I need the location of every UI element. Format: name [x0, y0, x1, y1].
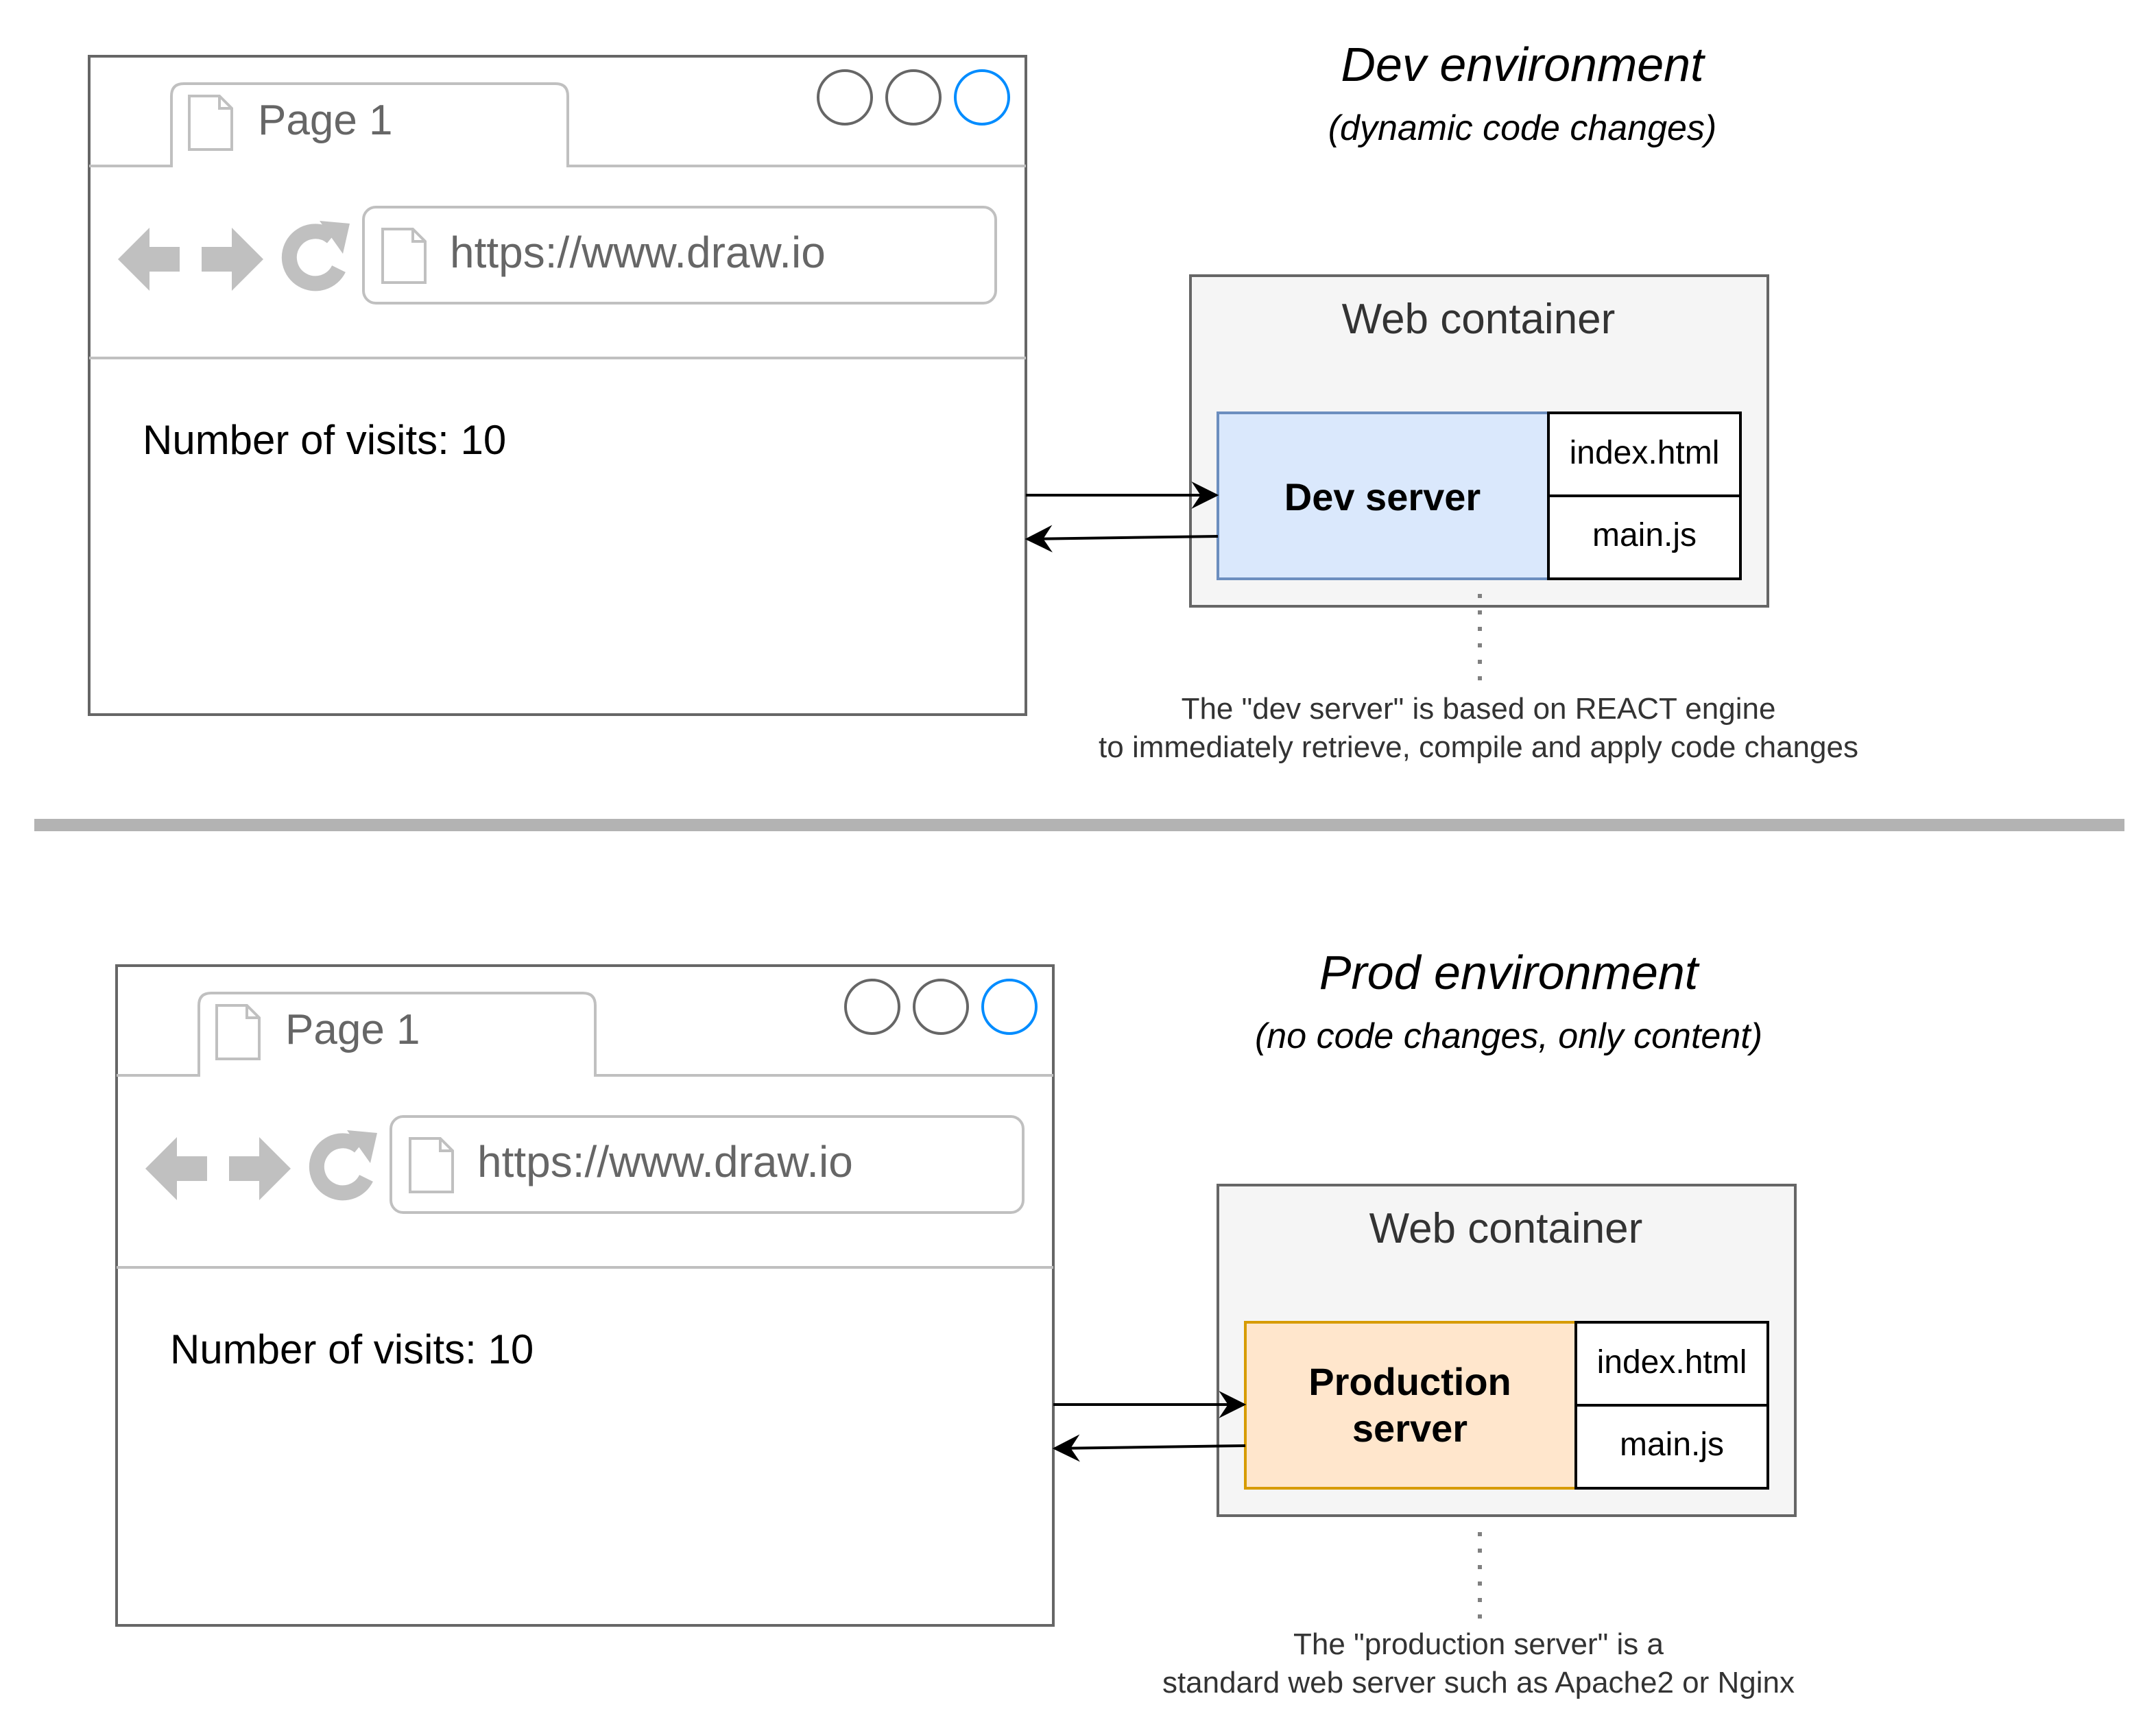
dev-web-container: Web container Dev server index.html main…	[1189, 274, 1769, 608]
window-buttons	[817, 69, 1010, 126]
page-icon	[215, 1004, 261, 1060]
prod-heading: Prod environment	[1319, 946, 1700, 999]
section-divider	[34, 819, 2124, 831]
minimize-button[interactable]	[817, 69, 873, 126]
visit-counter: Number of visits: 10	[143, 417, 506, 463]
dev-section: Page 1 https://www.draw.io	[88, 38, 1858, 764]
maximize-button[interactable]	[913, 979, 969, 1035]
file-box	[1547, 411, 1742, 497]
maximize-button[interactable]	[885, 69, 942, 126]
dev-note-line-2: to immediately retrieve, compile and app…	[1099, 730, 1858, 764]
prod-browser-tab[interactable]: Page 1	[215, 1004, 420, 1060]
forward-arrow-icon[interactable]	[229, 1137, 291, 1200]
forward-arrow-icon[interactable]	[202, 228, 263, 291]
dev-server-box	[1217, 411, 1550, 580]
file-name: index.html	[1597, 1344, 1747, 1381]
file-box	[1547, 494, 1742, 580]
tab-label: Page 1	[285, 1006, 420, 1053]
window-buttons	[844, 979, 1038, 1035]
address-bar[interactable]: https://www.draw.io	[362, 206, 997, 305]
prod-subheading: (no code changes, only content)	[1255, 1016, 1762, 1056]
production-server-label-line-1: Production	[1308, 1360, 1511, 1403]
prod-note-line-2: standard web server such as Apache2 or N…	[1162, 1666, 1795, 1699]
dev-subheading: (dynamic code changes)	[1328, 108, 1717, 148]
prod-note-line-1: The "production server" is a	[1293, 1627, 1664, 1661]
address-bar[interactable]: https://www.draw.io	[390, 1115, 1025, 1214]
production-server-box	[1244, 1321, 1577, 1490]
reload-icon[interactable]	[309, 1130, 377, 1201]
url-text: https://www.draw.io	[477, 1137, 853, 1186]
file-name: main.js	[1592, 517, 1697, 553]
production-server-label-line-2: server	[1352, 1407, 1468, 1450]
close-button[interactable]	[954, 69, 1010, 126]
visit-counter: Number of visits: 10	[170, 1326, 534, 1372]
back-arrow-icon[interactable]	[118, 228, 180, 291]
dev-heading: Dev environment	[1341, 38, 1705, 91]
file-box	[1574, 1404, 1769, 1490]
container-title: Web container	[1342, 296, 1616, 343]
page-icon	[381, 228, 427, 284]
reload-icon[interactable]	[281, 221, 350, 291]
response-arrow	[1025, 525, 1219, 553]
prod-browser-window: Page 1 https://www.draw.io	[115, 964, 1055, 1627]
dev-browser-tab[interactable]: Page 1	[188, 95, 393, 151]
prod-section: Page 1 https://www.draw.io	[115, 946, 1797, 1699]
page-icon	[409, 1137, 454, 1193]
page-icon	[188, 95, 233, 151]
prod-web-container: Web container Production server index.ht…	[1217, 1184, 1797, 1517]
dev-browser-window: Page 1 https://www.draw.io	[88, 55, 1027, 716]
minimize-button[interactable]	[844, 979, 900, 1035]
file-box	[1574, 1321, 1769, 1407]
dev-note-line-1: The "dev server" is based on REACT engin…	[1182, 692, 1776, 726]
tab-label: Page 1	[258, 97, 393, 144]
response-arrow	[1052, 1434, 1246, 1462]
file-name: main.js	[1620, 1426, 1724, 1463]
container-title: Web container	[1369, 1205, 1643, 1252]
back-arrow-icon[interactable]	[145, 1137, 207, 1200]
url-text: https://www.draw.io	[450, 228, 826, 277]
dev-server-label: Dev server	[1284, 475, 1481, 518]
file-name: index.html	[1570, 435, 1720, 471]
close-button[interactable]	[981, 979, 1038, 1035]
